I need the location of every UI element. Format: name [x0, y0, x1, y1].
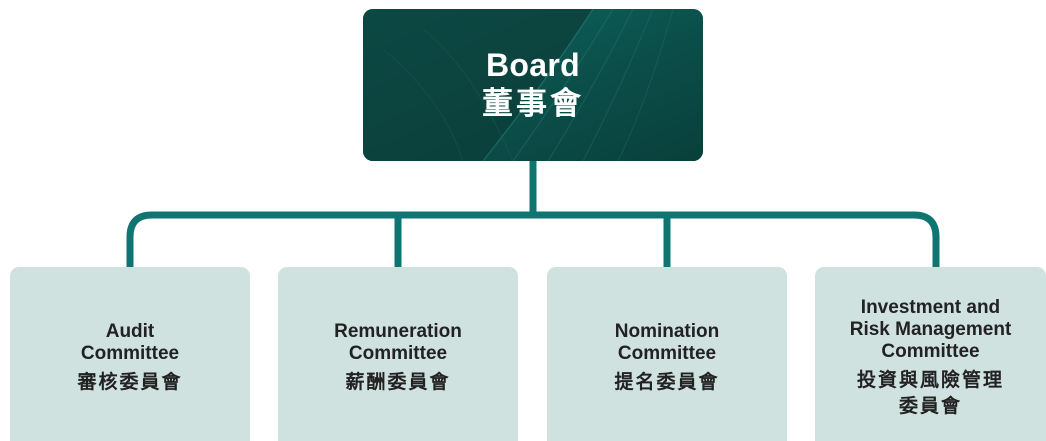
nomination-committee-box: Nomination Committee 提名委員會 [547, 267, 787, 441]
investment-risk-committee-name-en: Investment and Risk Management Committee [849, 297, 1012, 362]
nomination-committee-name-zh: 提名委員會 [614, 371, 720, 393]
investment-risk-committee-name-zh: 投資與風險管理 委員會 [856, 369, 1004, 417]
board-box: Board 董事會 [363, 9, 703, 161]
board-title-zh: 董事會 [482, 86, 584, 122]
audit-committee-name-zh: 審核委員會 [77, 371, 183, 393]
nomination-committee-name-en: Nomination Committee [614, 321, 720, 364]
board-leaf-texture [363, 9, 703, 161]
remuneration-committee-name-zh: 薪酬委員會 [345, 371, 451, 393]
audit-committee-box: Audit Committee 審核委員會 [10, 267, 250, 441]
horizontal-bracket-line [126, 211, 940, 267]
board-label: Board 董事會 [363, 9, 703, 161]
remuneration-committee-name-en: Remuneration Committee [334, 321, 462, 364]
audit-committee-name-en: Audit Committee [80, 321, 180, 364]
investment-risk-committee-box: Investment and Risk Management Committee… [815, 267, 1046, 441]
board-title-en: Board [486, 47, 580, 83]
remuneration-committee-box: Remuneration Committee 薪酬委員會 [278, 267, 518, 441]
